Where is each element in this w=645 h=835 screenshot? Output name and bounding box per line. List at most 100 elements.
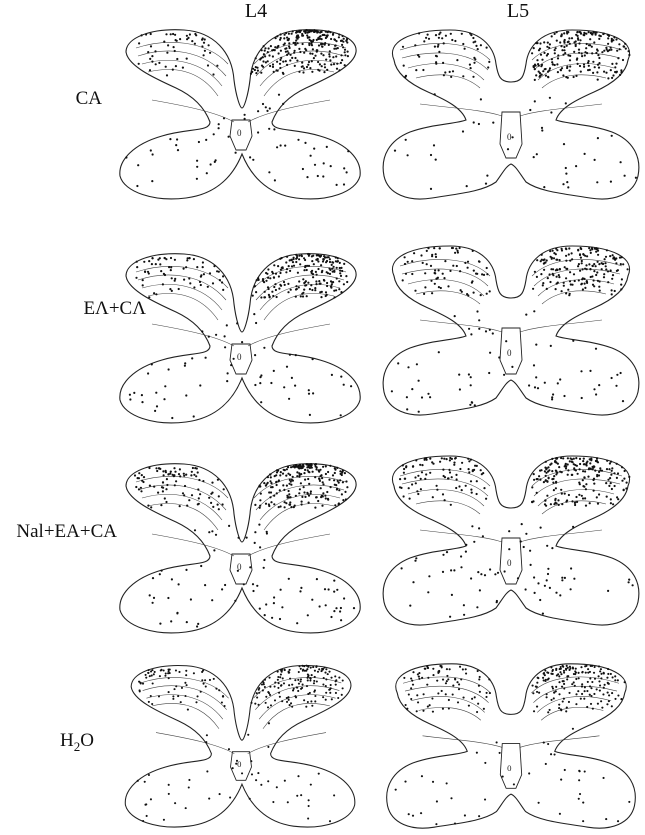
labeled-neuron-dot [429,396,431,398]
labeled-neuron-dot [268,47,270,49]
labeled-neuron-dot [564,465,566,467]
labeled-neuron-dot [554,49,556,51]
labeled-neuron-dot [563,143,565,145]
labeled-neuron-dot [484,762,486,764]
labeled-neuron-dot [593,388,595,390]
labeled-neuron-dot [198,479,200,481]
labeled-neuron-dot [549,67,551,69]
lamina-boundary [538,64,614,80]
labeled-neuron-dot [160,504,162,506]
labeled-neuron-dot [187,709,189,711]
labeled-neuron-dot [326,491,328,493]
labeled-neuron-dot [563,687,565,689]
labeled-neuron-dot [324,42,326,44]
labeled-neuron-dot [533,310,535,312]
lamina-boundary [138,51,226,76]
labeled-neuron-dot [313,31,315,33]
labeled-neuron-dot [282,473,284,475]
labeled-neuron-dot [420,254,422,256]
labeled-neuron-dot [607,692,609,694]
labeled-neuron-dot [465,668,467,670]
labeled-neuron-dot [437,277,439,279]
labeled-neuron-dot [191,40,193,42]
labeled-neuron-dot [254,354,256,356]
labeled-neuron-dot [175,39,177,41]
labeled-neuron-dot [549,709,551,711]
labeled-neuron-dot [322,54,324,56]
labeled-neuron-dot [325,604,327,606]
labeled-neuron-dot [498,356,500,358]
labeled-neuron-dot [588,263,590,265]
labeled-neuron-dot [569,260,571,262]
labeled-neuron-dot [329,269,331,271]
labeled-neuron-dot [228,525,230,527]
labeled-neuron-dot [546,579,548,581]
labeled-neuron-dot [578,263,580,265]
labeled-neuron-dot [550,699,552,701]
labeled-neuron-dot [153,486,155,488]
labeled-neuron-dot [208,531,210,533]
labeled-neuron-dot [202,37,204,39]
labeled-neuron-dot [578,779,580,781]
labeled-neuron-dot [317,260,319,262]
labeled-neuron-dot [338,503,340,505]
labeled-neuron-dot [208,798,210,800]
labeled-neuron-dot [280,33,282,35]
labeled-neuron-dot [333,271,335,273]
labeled-neuron-dot [294,695,296,697]
labeled-neuron-dot [573,467,575,469]
labeled-neuron-dot [325,37,327,39]
labeled-neuron-dot [162,481,164,483]
labeled-neuron-dot [589,677,591,679]
labeled-neuron-dot [478,815,480,817]
labeled-neuron-dot [565,710,567,712]
labeled-neuron-dot [435,61,437,63]
labeled-neuron-dot [607,479,609,481]
labeled-neuron-dot [467,458,469,460]
labeled-neuron-dot [227,372,229,374]
labeled-neuron-dot [199,384,201,386]
labeled-neuron-dot [504,570,506,572]
labeled-neuron-dot [600,677,602,679]
labeled-neuron-dot [611,488,613,490]
labeled-neuron-dot [573,681,575,683]
labeled-neuron-dot [449,71,451,73]
labeled-neuron-dot [547,42,549,44]
labeled-neuron-dot [171,277,173,279]
labeled-neuron-dot [458,683,460,685]
labeled-neuron-dot [150,670,152,672]
labeled-neuron-dot [471,282,473,284]
labeled-neuron-dot [267,706,269,708]
labeled-neuron-dot [186,684,188,686]
labeled-neuron-dot [347,51,349,53]
labeled-neuron-dot [446,668,448,670]
labeled-neuron-dot [589,685,591,687]
labeled-neuron-dot [563,285,565,287]
labeled-neuron-dot [254,384,256,386]
labeled-neuron-dot [169,138,171,140]
labeled-neuron-dot [435,159,437,161]
labeled-neuron-dot [139,690,141,692]
labeled-neuron-dot [306,34,308,36]
labeled-neuron-dot [243,583,245,585]
labeled-neuron-dot [311,705,313,707]
labeled-neuron-dot [289,704,291,706]
labeled-neuron-dot [402,46,404,48]
labeled-neuron-dot [622,59,624,61]
labeled-neuron-dot [575,668,577,670]
labeled-neuron-dot [575,457,577,459]
labeled-neuron-dot [478,123,480,125]
labeled-neuron-dot [334,504,336,506]
labeled-neuron-dot [204,50,206,52]
labeled-neuron-dot [311,674,313,676]
labeled-neuron-dot [610,69,612,71]
labeled-neuron-dot [330,616,332,618]
labeled-neuron-dot [299,464,301,466]
labeled-neuron-dot [577,35,579,37]
labeled-neuron-dot [573,673,575,675]
labeled-neuron-dot [308,483,310,485]
labeled-neuron-dot [327,499,329,501]
labeled-neuron-dot [586,43,588,45]
labeled-neuron-dot [329,820,331,822]
labeled-neuron-dot [328,671,330,673]
